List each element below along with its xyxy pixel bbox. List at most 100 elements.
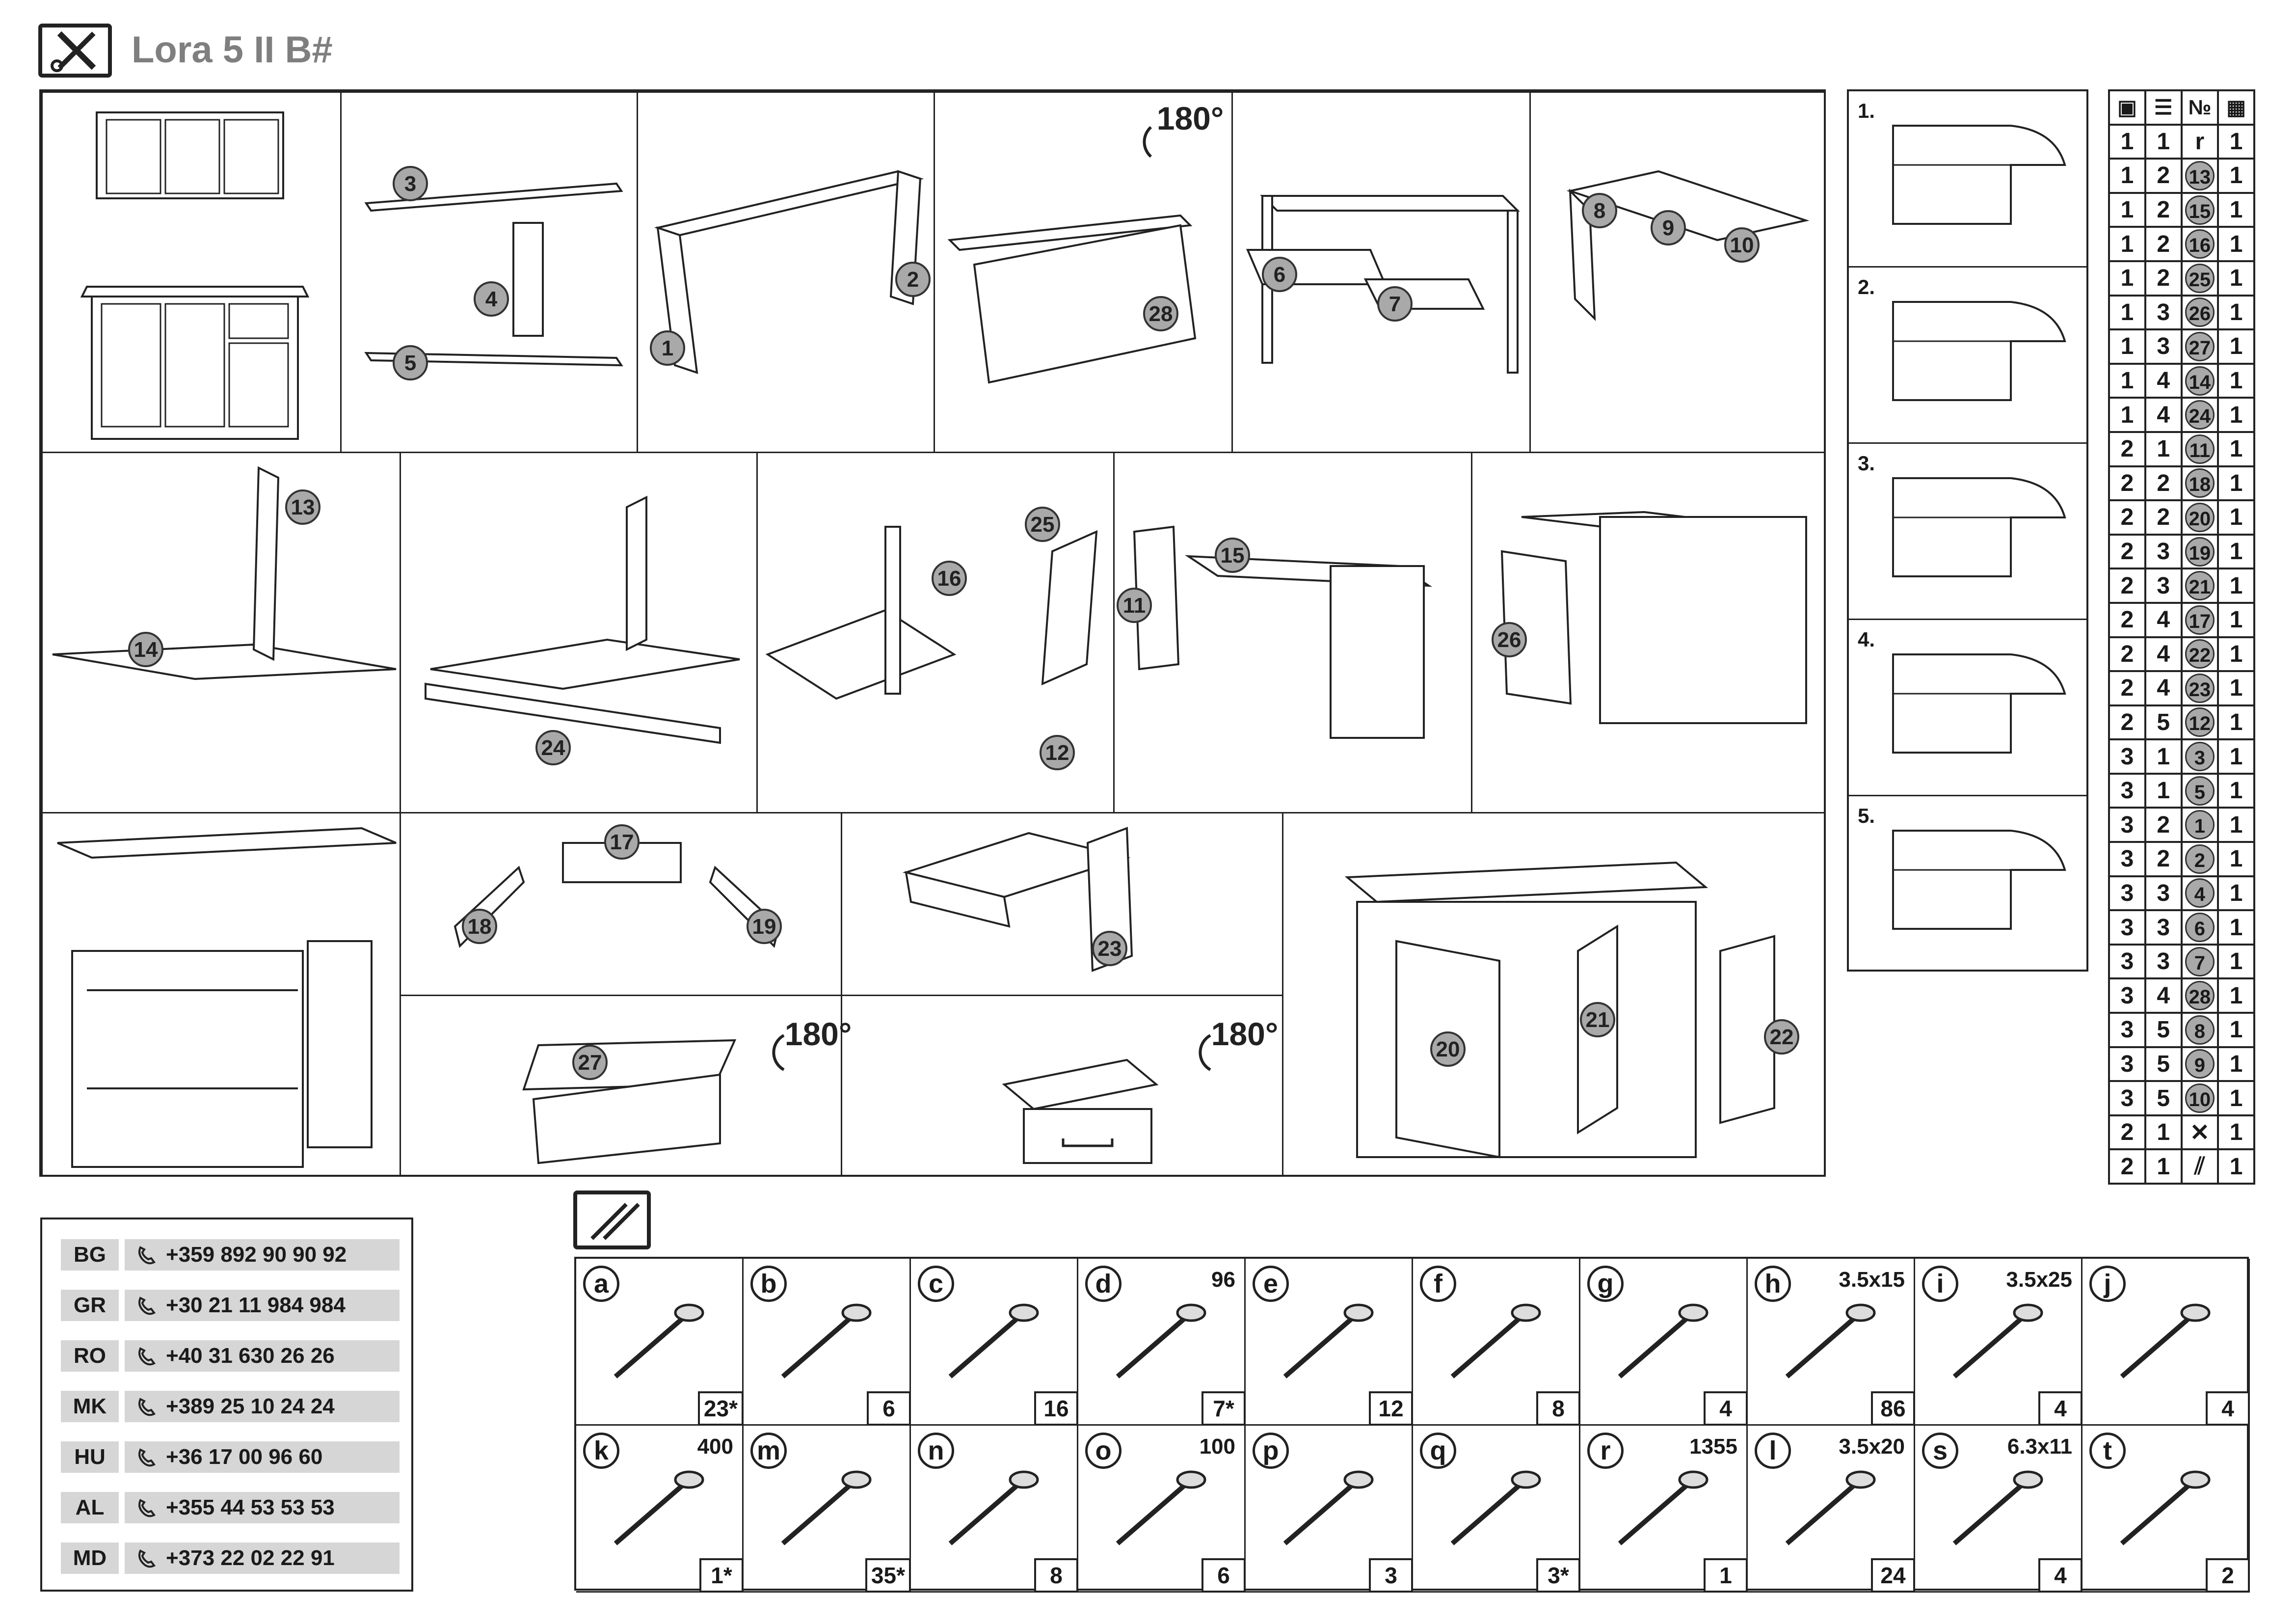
box-number: 4 bbox=[2144, 636, 2183, 673]
part-badge: 4 bbox=[2185, 878, 2215, 908]
box-number: 1 bbox=[2144, 738, 2183, 775]
quantity: 1 bbox=[2217, 704, 2255, 741]
package-number: 3 bbox=[2108, 807, 2146, 843]
phone-field: +373 22 02 22 91 bbox=[125, 1543, 400, 1574]
svg-text:1: 1 bbox=[662, 336, 673, 360]
hardware-quantity: 24 bbox=[1871, 1558, 1915, 1593]
hinge-step: 1. bbox=[1849, 91, 2086, 268]
hinge-step-number: 2. bbox=[1858, 275, 1875, 298]
hardware-letter: g bbox=[1587, 1266, 1624, 1302]
package-number: 1 bbox=[2108, 123, 2146, 160]
hinge-step: 2. bbox=[1849, 268, 2086, 444]
svg-text:22: 22 bbox=[1770, 1025, 1794, 1049]
part-badge: 6 bbox=[2185, 913, 2215, 943]
svg-text:5: 5 bbox=[404, 351, 416, 375]
part-badge: 3 bbox=[2185, 742, 2215, 772]
svg-text:11: 11 bbox=[1123, 594, 1146, 618]
box-number: 5 bbox=[2144, 704, 2183, 741]
box-number: 2 bbox=[2144, 807, 2183, 843]
part-badge: 2 bbox=[2185, 844, 2215, 874]
phone-number: +373 22 02 22 91 bbox=[166, 1546, 335, 1570]
hardware-letter: s bbox=[1922, 1433, 1958, 1469]
country-code: GR bbox=[61, 1290, 119, 1321]
package-number: 2 bbox=[2108, 568, 2146, 604]
package-number: 2 bbox=[2108, 1114, 2146, 1151]
box-number: 3 bbox=[2144, 943, 2183, 980]
phone-field: +389 25 10 24 24 bbox=[125, 1391, 400, 1422]
part-number: r bbox=[2180, 123, 2219, 160]
svg-text:27: 27 bbox=[578, 1051, 602, 1075]
phone-field: +40 31 630 26 26 bbox=[125, 1340, 400, 1372]
phone-number: +40 31 630 26 26 bbox=[166, 1344, 335, 1368]
step-17-drawer-runners: 180° bbox=[841, 995, 1283, 1177]
hardware-size: 3.5x20 bbox=[1839, 1435, 1905, 1459]
part-number: 8 bbox=[2180, 1012, 2219, 1048]
package-number: 2 bbox=[2108, 601, 2146, 638]
package-number: 3 bbox=[2108, 875, 2146, 912]
quantity: 1 bbox=[2217, 499, 2255, 536]
box-number: 1 bbox=[2144, 431, 2183, 467]
country-code: RO bbox=[61, 1340, 119, 1372]
hardware-letter: k bbox=[583, 1433, 619, 1469]
svg-text:17: 17 bbox=[610, 830, 634, 854]
svg-text:16: 16 bbox=[937, 567, 961, 591]
box-number: 4 bbox=[2144, 397, 2183, 433]
country-code: BG bbox=[61, 1239, 119, 1271]
contact-row: RO +40 31 630 26 26 bbox=[61, 1340, 400, 1372]
part-number: 3 bbox=[2180, 738, 2219, 775]
hardware-letter: o bbox=[1085, 1433, 1121, 1469]
hardware-drawing bbox=[614, 1470, 704, 1545]
part-number: 2 bbox=[2180, 841, 2219, 877]
contact-row: MD +373 22 02 22 91 bbox=[61, 1543, 400, 1574]
part-number: 21 bbox=[2180, 568, 2219, 604]
package-number: 3 bbox=[2108, 1080, 2146, 1116]
hardware-quantity: 35* bbox=[865, 1558, 911, 1593]
hardware-icon bbox=[573, 1191, 651, 1249]
stack-icon: ☰ bbox=[2144, 89, 2183, 126]
step-6-doors-fittings: 8 9 10 bbox=[1529, 91, 1826, 453]
hardware-drawing bbox=[1116, 1470, 1206, 1545]
step-16-drawer-base: 27 180° bbox=[400, 995, 852, 1177]
part-badge: 7 bbox=[2185, 947, 2215, 976]
part-badge: 1 bbox=[2185, 810, 2215, 840]
quantity: 1 bbox=[2217, 670, 2255, 706]
box-number: 4 bbox=[2144, 362, 2183, 399]
number-header: № bbox=[2180, 89, 2219, 126]
package-number: 1 bbox=[2108, 328, 2146, 365]
phone-number: +389 25 10 24 24 bbox=[166, 1394, 335, 1418]
svg-text:13: 13 bbox=[291, 495, 315, 519]
box-number: 2 bbox=[2144, 191, 2183, 228]
hardware-size: 6.3x11 bbox=[2007, 1435, 2072, 1459]
package-number: 3 bbox=[2108, 738, 2146, 775]
phone-field: +355 44 53 53 53 bbox=[125, 1492, 400, 1523]
part-number: 12 bbox=[2180, 704, 2219, 741]
part-badge: 9 bbox=[2185, 1049, 2215, 1079]
step-14-drawer-box: 23 bbox=[841, 812, 1283, 996]
svg-text:21: 21 bbox=[1586, 1008, 1610, 1032]
box-number: 2 bbox=[2144, 841, 2183, 877]
hardware-letter: e bbox=[1253, 1266, 1289, 1302]
quantity: 1 bbox=[2217, 362, 2255, 399]
part-number: 14 bbox=[2180, 362, 2219, 399]
hinge-step: 4. bbox=[1849, 620, 2086, 796]
package-number: 1 bbox=[2108, 397, 2146, 433]
package-number: 1 bbox=[2108, 260, 2146, 297]
